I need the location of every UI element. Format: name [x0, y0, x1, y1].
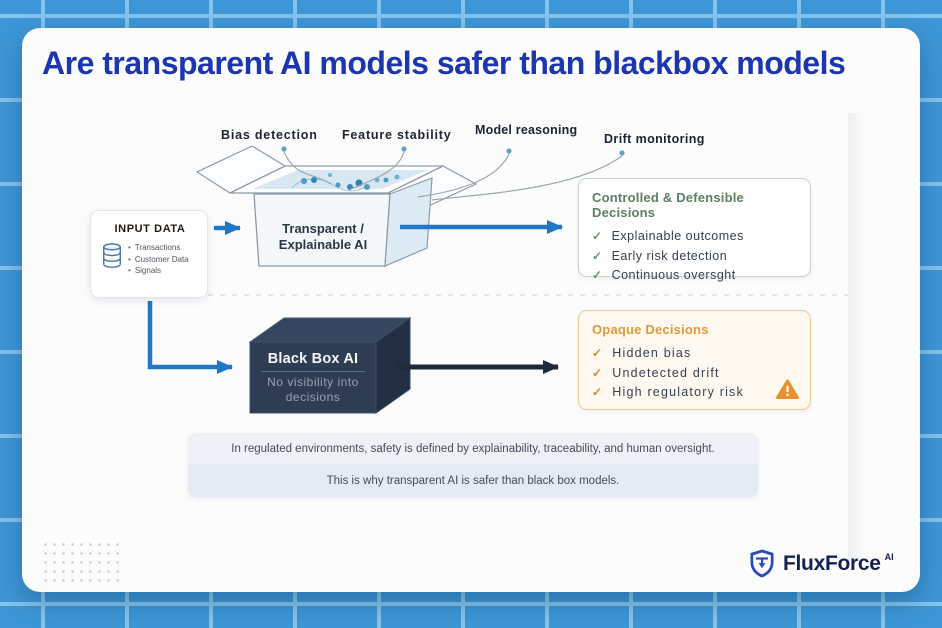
warning-icon — [776, 379, 799, 400]
transparent-ai-label: Transparent / Explainable AI — [278, 221, 368, 252]
footer-note-line2: This is why transparent AI is safer than… — [188, 464, 758, 497]
label-model-reasoning: Model reasoning — [475, 123, 578, 137]
controlled-decisions-box: Controlled & Defensible Decisions ✓ Expl… — [578, 178, 811, 282]
input-data-item: Customer Data — [128, 254, 189, 266]
label-drift-monitoring: Drift monitoring — [604, 132, 705, 146]
database-icon — [103, 243, 121, 268]
opaque-item: ✓ High regulatory risk — [592, 383, 798, 403]
label-feature-stability: Feature stability — [342, 128, 452, 142]
opaque-decisions-box: Opaque Decisions ✓ Hidden bias ✓ Undetec… — [578, 310, 811, 410]
brand-logo: FluxForce AI — [748, 548, 897, 579]
controlled-item: ✓ Continuous oversght — [592, 266, 798, 286]
opaque-item: ✓ Hidden bias — [592, 344, 798, 364]
decorative-dot-grid — [41, 540, 125, 584]
label-bias-detection: Bias detection — [221, 128, 318, 142]
black-box-label: Black Box AI No visibility into decision… — [250, 342, 376, 413]
input-data-item: Signals — [128, 265, 189, 277]
input-data-item: Transactions — [128, 242, 189, 254]
black-box-subtitle: No visibility into decisions — [267, 375, 359, 404]
brand-name: FluxForce — [783, 552, 881, 575]
transparent-box-icon — [195, 145, 478, 267]
controlled-decisions-title: Controlled & Defensible Decisions — [592, 190, 744, 220]
label-connectors — [283, 151, 623, 201]
footer-note-panel: In regulated environments, safety is def… — [188, 433, 758, 497]
opaque-item: ✓ Undetected drift — [592, 364, 798, 384]
check-icon: ✓ — [592, 365, 604, 380]
shield-icon — [750, 549, 774, 578]
panel-edge-shadow — [848, 113, 864, 561]
input-data-box: INPUT DATA Transactions Customer Data Si… — [90, 210, 208, 298]
check-icon: ✓ — [592, 268, 603, 282]
check-icon: ✓ — [592, 346, 604, 360]
footer-note-line1: In regulated environments, safety is def… — [188, 433, 758, 464]
slide-card: Are transparent AI models safer than bla… — [22, 28, 920, 592]
black-box-divider — [261, 371, 365, 372]
flow-arrows — [147, 220, 563, 374]
input-data-list: Transactions Customer Data Signals — [128, 242, 189, 277]
check-icon: ✓ — [592, 229, 603, 243]
controlled-item: ✓ Explainable outcomes — [592, 227, 798, 247]
input-data-title: INPUT DATA — [114, 223, 186, 235]
label-connector-dots — [281, 146, 625, 156]
controlled-item: ✓ Early risk detection — [592, 247, 798, 267]
page-title: Are transparent AI models safer than bla… — [42, 45, 846, 81]
opaque-decisions-title: Opaque Decisions — [592, 322, 709, 337]
check-icon: ✓ — [592, 385, 604, 399]
brand-suffix: AI — [884, 552, 894, 562]
diagram-line-art — [147, 145, 848, 414]
black-box-title: Black Box AI — [267, 351, 359, 367]
check-icon: ✓ — [592, 248, 603, 263]
black-box-icon — [248, 317, 412, 414]
